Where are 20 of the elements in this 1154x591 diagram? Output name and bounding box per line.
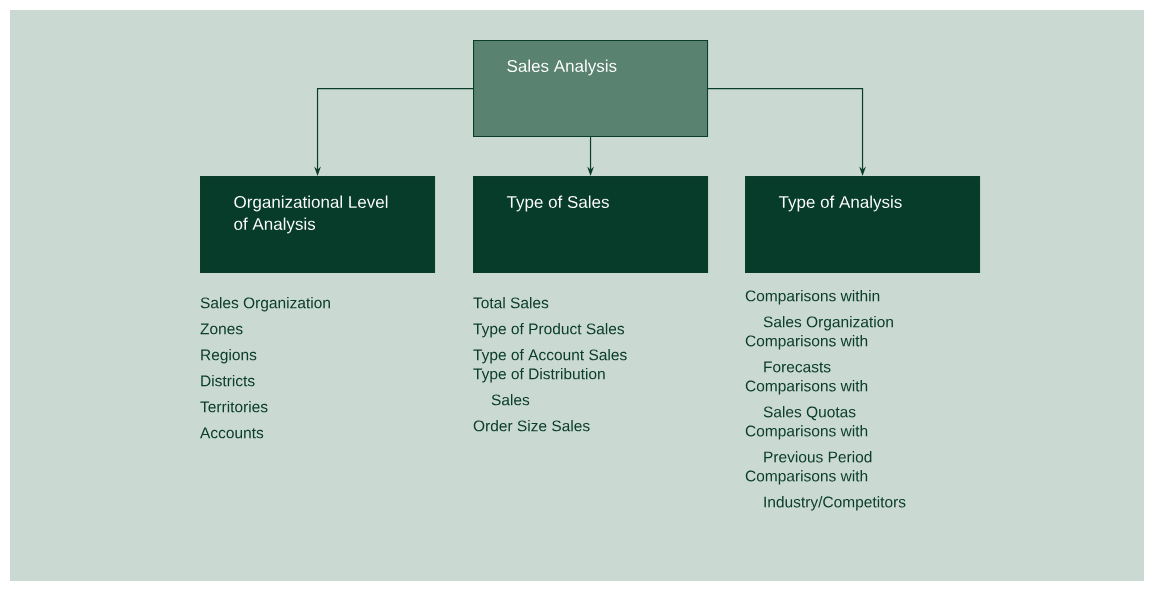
list-item: Type of Product Sales bbox=[473, 322, 625, 338]
category-box: Type of Analysis bbox=[745, 176, 981, 274]
title-box: Sales Analysis bbox=[473, 40, 709, 138]
list-item: Order Size Sales bbox=[473, 420, 590, 432]
list-item: Comparisons with Sales Quotas bbox=[745, 380, 868, 421]
list-item: Comparisons with Previous Period bbox=[745, 425, 872, 463]
list-item: Total Sales bbox=[473, 296, 549, 309]
list-item: Districts bbox=[201, 374, 255, 387]
list-item: Comparisons with Forecasts bbox=[745, 335, 868, 373]
list-item: Comparisons with Industry/Competitors bbox=[745, 470, 906, 511]
list-item: Zones bbox=[200, 323, 243, 335]
list-item: Type of Distribution Sales bbox=[473, 368, 605, 406]
category-box: Organizational Level of Analysis bbox=[200, 176, 436, 274]
list-item: Sales Organization bbox=[200, 296, 330, 312]
list-item: Type of Account Sales bbox=[473, 348, 627, 364]
category-box: Type of Sales bbox=[473, 176, 709, 274]
list-item: Territories bbox=[200, 400, 268, 413]
list-item: Accounts bbox=[200, 427, 264, 439]
list-item: Regions bbox=[201, 348, 257, 364]
list-item: Comparisons within Sales Organization bbox=[745, 290, 893, 331]
